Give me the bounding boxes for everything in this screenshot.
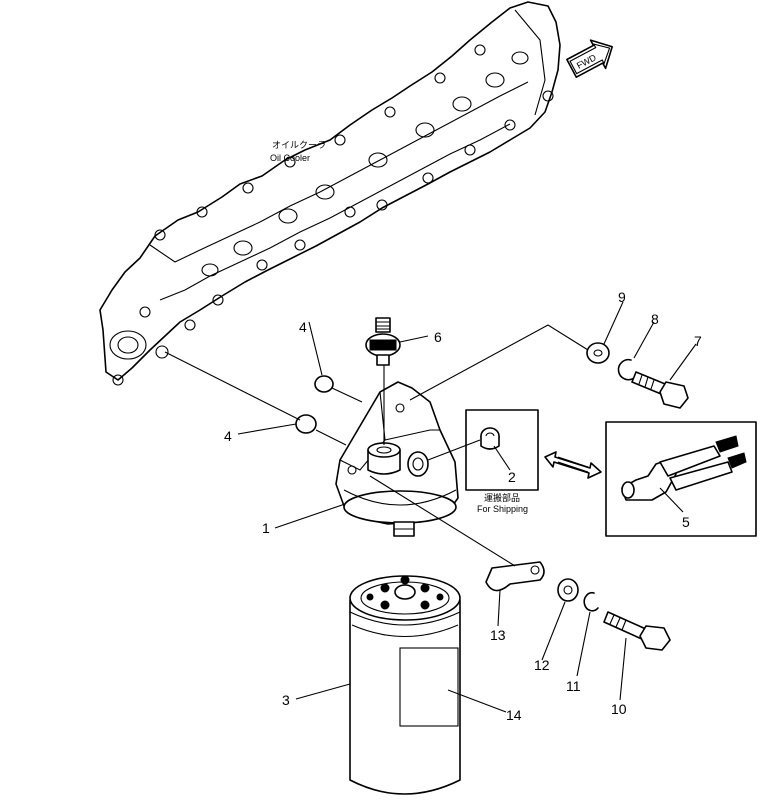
- callout-11: 11: [566, 678, 581, 694]
- callout-12: 12: [534, 657, 550, 673]
- bolt-10: [603, 611, 671, 651]
- shipping-label-jp: 運搬部品: [484, 492, 520, 503]
- callout-4-lower: 4: [224, 428, 232, 444]
- sensor-assembly-box: [605, 421, 757, 537]
- filter-head: [335, 381, 459, 537]
- callout-5: 5: [682, 514, 690, 530]
- callouts: 1 2 3 4 4 5 6 7 8 9 10 11 12 13 14: [224, 289, 702, 723]
- lock-washer-8: [617, 358, 635, 381]
- callout-2: 2: [508, 469, 516, 485]
- washer-9: [586, 342, 610, 364]
- callout-10: 10: [611, 701, 627, 717]
- shipping-label-en: For Shipping: [477, 504, 528, 514]
- connection-lines: [164, 301, 697, 713]
- bolt-7: [631, 371, 689, 409]
- callout-3: 3: [282, 692, 290, 708]
- callout-4-upper: 4: [299, 319, 307, 335]
- callout-1: 1: [262, 520, 270, 536]
- oil-cooler: [99, 1, 561, 386]
- o-ring-lower: [295, 414, 317, 434]
- filter-cartridge: [349, 575, 461, 795]
- o-ring-upper: [314, 375, 334, 393]
- pressure-sensor: [365, 317, 401, 366]
- washer-12: [557, 578, 579, 602]
- shipping-plug-box: [465, 409, 539, 491]
- callout-14: 14: [506, 707, 522, 723]
- callout-6: 6: [434, 329, 442, 345]
- double-arrow: [544, 451, 602, 479]
- lock-washer-11: [583, 591, 599, 612]
- callout-9: 9: [618, 289, 626, 305]
- callout-8: 8: [651, 311, 659, 327]
- oil-cooler-label-en: Oil Cooler: [270, 153, 310, 163]
- callout-13: 13: [490, 627, 506, 643]
- oil-cooler-label-jp: オイルクーラ: [272, 140, 326, 150]
- callout-7: 7: [694, 333, 702, 349]
- fwd-arrow: FWD: [566, 39, 613, 78]
- clip-13: [485, 561, 545, 592]
